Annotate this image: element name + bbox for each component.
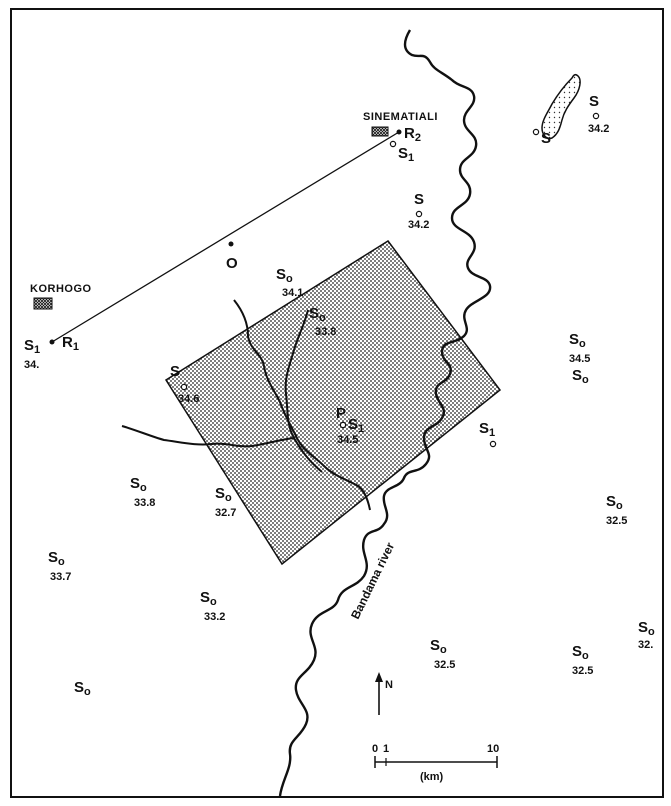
tributary-center — [284, 309, 323, 473]
svg-text:34.5: 34.5 — [337, 434, 358, 446]
lake — [541, 73, 581, 140]
profile-line — [51, 131, 400, 343]
svg-text:34.2: 34.2 — [408, 219, 429, 231]
station: S 34.2 — [408, 191, 429, 231]
svg-text:S: S — [589, 93, 599, 110]
bandama-river — [278, 29, 492, 796]
svg-text:So: So — [309, 305, 326, 324]
svg-text:S1: S1 — [398, 145, 414, 164]
town-marker-korhogo — [33, 297, 53, 310]
svg-text:So: So — [569, 331, 586, 350]
town-marker-sinematiali — [371, 126, 389, 137]
profile-mid-label: O — [226, 255, 238, 272]
tributary-west — [121, 425, 295, 448]
station: S1 34.5 — [337, 416, 364, 446]
svg-text:34.: 34. — [24, 359, 39, 371]
svg-text:33.7: 33.7 — [50, 571, 71, 583]
station: S1 34. — [24, 337, 40, 371]
town-label-sinematiali: SINEMATIALI — [363, 111, 438, 123]
svg-text:S1: S1 — [479, 420, 495, 439]
station: So 34.5 — [569, 331, 590, 365]
svg-text:34.5: 34.5 — [569, 353, 590, 365]
profile-start-point — [49, 339, 55, 345]
station: So 32.5 — [430, 637, 455, 671]
scale-start-label: 0 — [372, 743, 378, 755]
svg-text:32.5: 32.5 — [434, 659, 455, 671]
svg-text:33.8: 33.8 — [134, 497, 155, 509]
station-list: S1 S 34.2 S S 34.2 So — [24, 93, 655, 698]
station: So 32.5 — [606, 493, 627, 527]
geologic-map: SINEMATIALI KORHOGO R2 R1 O P Bandama ri… — [24, 29, 655, 796]
svg-text:So: So — [74, 679, 91, 698]
station: So — [74, 679, 91, 698]
svg-text:So: So — [572, 643, 589, 662]
point-p-label: P — [336, 405, 346, 422]
scale-one-label: 1 — [383, 743, 389, 755]
profile-mid-point — [228, 241, 234, 247]
station: S1 — [389, 140, 414, 164]
svg-text:So: So — [130, 475, 147, 494]
station: S 34.2 — [588, 93, 609, 135]
scale-end-label: 10 — [487, 743, 499, 755]
study-area — [164, 239, 502, 566]
station: So 32.5 — [572, 643, 593, 677]
svg-text:So: So — [638, 619, 655, 638]
svg-text:33.2: 33.2 — [204, 611, 225, 623]
north-label: N — [385, 679, 393, 691]
svg-text:32.7: 32.7 — [215, 507, 236, 519]
station: So 32.7 — [215, 485, 236, 519]
station: So 34.1 — [276, 266, 303, 299]
svg-text:So: So — [430, 637, 447, 656]
svg-text:So: So — [572, 367, 589, 386]
svg-text:32.: 32. — [638, 639, 653, 651]
station: S1 — [479, 420, 497, 448]
svg-text:34.2: 34.2 — [588, 123, 609, 135]
station: So 33.8 — [309, 305, 336, 338]
svg-text:S: S — [541, 130, 551, 147]
station: So — [572, 367, 589, 386]
svg-text:So: So — [48, 549, 65, 568]
svg-text:So: So — [200, 589, 217, 608]
profile-end-point — [396, 129, 402, 135]
svg-text:34.1: 34.1 — [282, 287, 303, 299]
svg-text:S1: S1 — [348, 416, 364, 435]
svg-text:So: So — [606, 493, 623, 512]
svg-text:S: S — [170, 363, 180, 380]
svg-text:S: S — [414, 191, 424, 208]
station: So 33.2 — [200, 589, 225, 623]
profile-end-label: R2 — [404, 125, 421, 144]
river-label: Bandama river — [348, 540, 397, 621]
scale-unit-label: (km) — [420, 771, 444, 783]
scale-bar: 0 1 10 (km) — [372, 743, 499, 783]
svg-text:So: So — [276, 266, 293, 285]
svg-text:32.5: 32.5 — [606, 515, 627, 527]
station: S — [532, 128, 551, 147]
town-label-korhogo: KORHOGO — [30, 283, 92, 295]
svg-text:S1: S1 — [24, 337, 40, 356]
svg-text:33.8: 33.8 — [315, 326, 336, 338]
station: So 33.7 — [48, 549, 71, 583]
svg-text:So: So — [215, 485, 232, 504]
profile-start-label: R1 — [62, 334, 79, 353]
station: S 34.6 — [170, 363, 199, 405]
north-arrow: N — [375, 672, 393, 715]
station: So 32. — [638, 619, 655, 651]
svg-text:32.5: 32.5 — [572, 665, 593, 677]
map-frame: SINEMATIALI KORHOGO R2 R1 O P Bandama ri… — [10, 8, 664, 798]
station: So 33.8 — [130, 475, 155, 509]
svg-text:34.6: 34.6 — [178, 393, 199, 405]
